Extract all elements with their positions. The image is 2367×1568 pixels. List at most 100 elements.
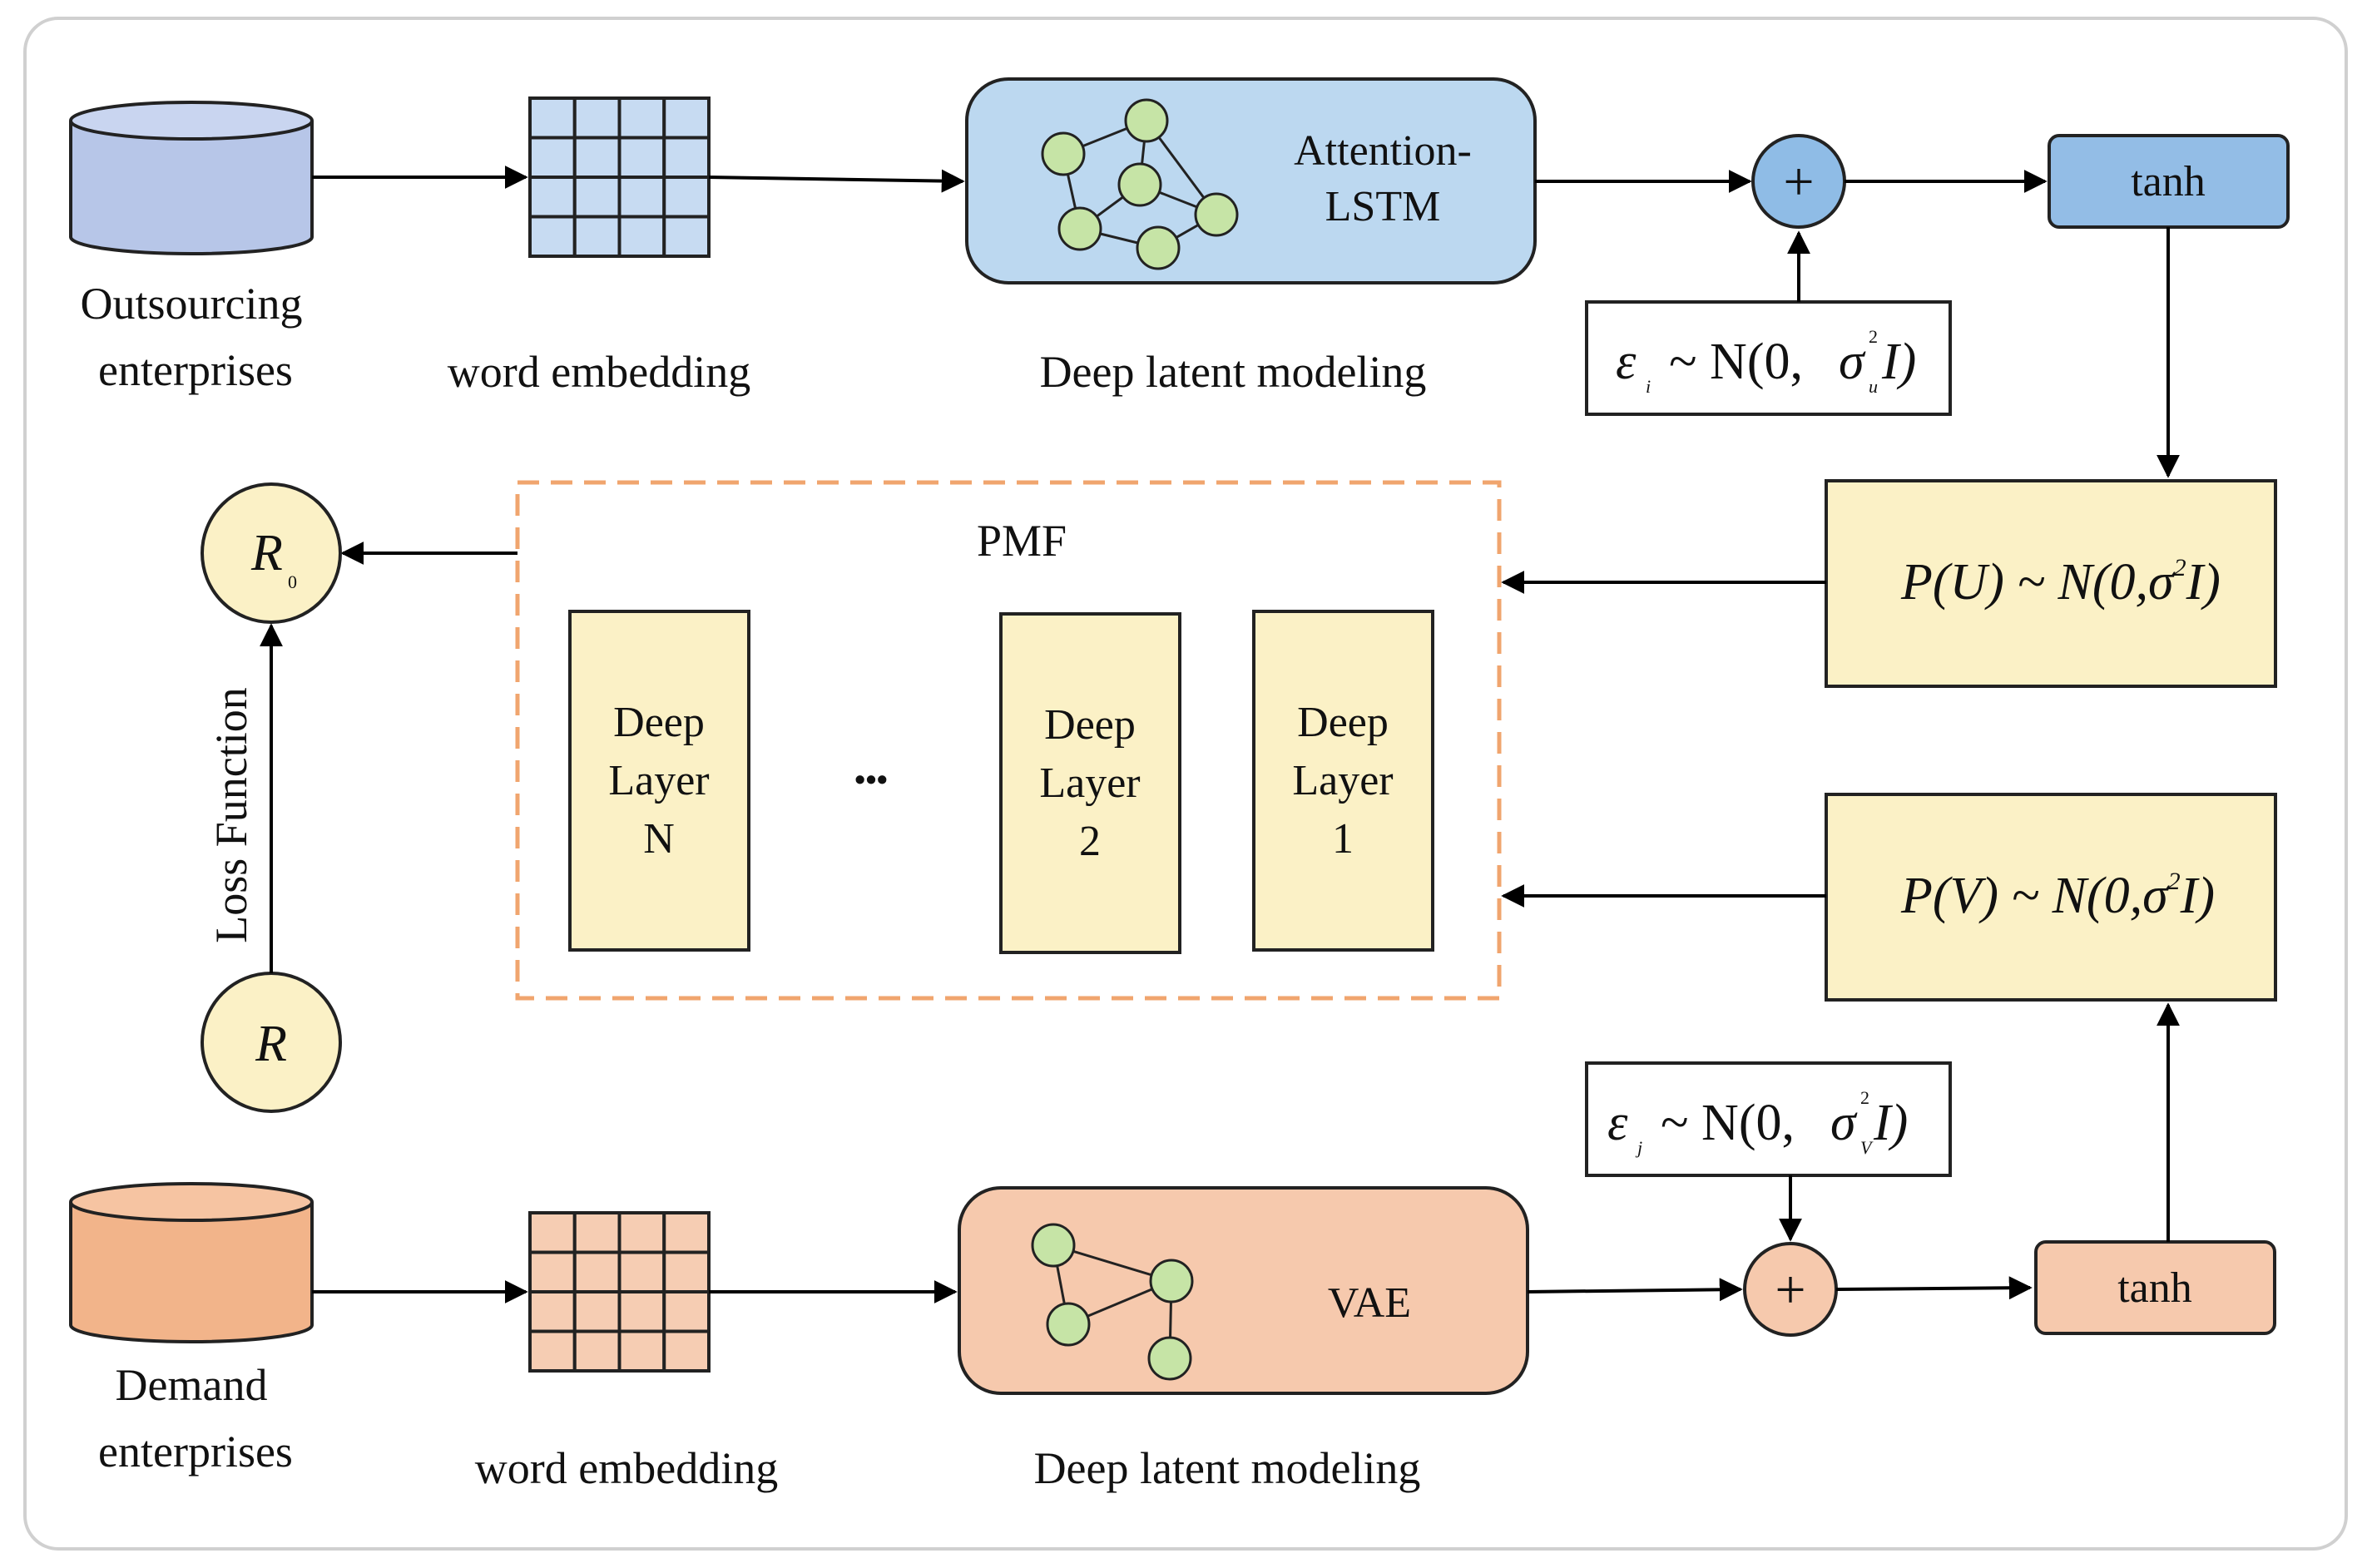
outsourcing-database-icon — [69, 101, 314, 255]
embedding-cell — [617, 1211, 666, 1254]
embedding-cell — [572, 96, 621, 140]
noise-box-top — [1585, 300, 1952, 416]
embedding-cell — [617, 1329, 666, 1373]
word-embedding-grid-bottom — [528, 1211, 711, 1373]
deep-layer-2-line1: Deep — [1044, 701, 1136, 749]
embedding-cell — [662, 215, 711, 258]
plus-symbol-top: + — [1783, 151, 1814, 212]
demand-label-line1: Demand — [116, 1360, 268, 1410]
deep-layer-1-line2: Layer — [1292, 757, 1393, 804]
tanh-box-bottom — [2034, 1240, 2276, 1335]
r0-label: R — [250, 525, 283, 581]
embedding-cell — [528, 215, 577, 258]
embedding-cell — [662, 1329, 711, 1373]
pv-formula: P(V) ~ N(0,σ2I) — [1900, 868, 2215, 924]
noise-dist-bottom: ~ N(0, — [1661, 1095, 1795, 1151]
pv-formula-main: P(V) ~ N(0, — [1900, 868, 2142, 924]
r0-node — [201, 482, 342, 624]
deep-layer-n-box — [568, 610, 750, 952]
arrow-model-to-plus-bottom — [1527, 1278, 1743, 1302]
noise-box-bottom — [1585, 1061, 1952, 1177]
pmf-title: PMF — [977, 516, 1067, 566]
deep-latent-modeling-label-top: Deep latent modeling — [1040, 347, 1427, 397]
embedding-cell — [617, 136, 666, 179]
vae-box — [958, 1186, 1529, 1395]
attention-lstm-label-line2: LSTM — [1325, 183, 1441, 230]
embedding-cell — [617, 1290, 666, 1333]
noise-sigma-top: σ — [1839, 334, 1866, 390]
embedding-cell — [617, 96, 666, 140]
noise-sigma-sub-bottom: V — [1860, 1137, 1874, 1158]
embedding-cell — [572, 1211, 621, 1254]
embedding-cell — [528, 1211, 577, 1254]
embedding-cell — [528, 136, 577, 179]
word-embedding-grid-top — [528, 96, 711, 258]
layers-ellipsis: ••• — [854, 763, 888, 798]
graph-network-icon-bottom — [1031, 1223, 1194, 1381]
embedding-cell — [617, 1250, 666, 1293]
deep-layer-2-box — [999, 612, 1181, 954]
noise-dist-top: ~ N(0, — [1669, 334, 1803, 390]
outsourcing-label-line1: Outsourcing — [81, 279, 303, 329]
embedding-cell — [662, 1211, 711, 1254]
deep-layer-n-line3: N — [643, 815, 675, 863]
embedding-cell — [572, 176, 621, 219]
embedding-cell — [662, 1290, 711, 1333]
pu-formula-tail: I) — [2186, 554, 2221, 611]
pu-formula-main: P(U) ~ N(0, — [1900, 554, 2148, 611]
deep-layer-2-line2: Layer — [1039, 759, 1140, 807]
deep-layer-n-line1: Deep — [613, 699, 705, 746]
r-label: R — [255, 1016, 287, 1072]
pu-formula-sigma: σ — [2148, 554, 2176, 611]
deep-layer-1-line1: Deep — [1297, 699, 1389, 746]
pv-formula-tail: I) — [2180, 868, 2215, 924]
arrow-embedding-to-model-top — [708, 169, 965, 193]
pv-formula-sigma: σ — [2142, 868, 2170, 924]
embedding-cell — [528, 176, 577, 219]
graph-network-icon-top — [1041, 98, 1239, 270]
arrow-plus-to-tanh-bottom — [1835, 1276, 2033, 1300]
tanh-label-bottom: tanh — [2117, 1264, 2192, 1312]
embedding-cell — [528, 96, 577, 140]
r0-sub: 0 — [288, 571, 297, 592]
noise-eps-top: ε — [1616, 334, 1637, 390]
noise-sigma-sup-bottom: 2 — [1860, 1087, 1869, 1108]
deep-layer-1-line3: 1 — [1332, 815, 1354, 863]
embedding-cell — [572, 215, 621, 258]
embedding-cell — [572, 1290, 621, 1333]
noise-sigma-sub-top: u — [1869, 376, 1878, 397]
pmf-dashed-box — [515, 480, 1502, 1001]
outsourcing-label-line2: enterprises — [98, 345, 293, 395]
pv-box — [1825, 793, 2277, 1002]
deep-latent-modeling-label-bottom: Deep latent modeling — [1034, 1443, 1421, 1493]
pu-formula-sup: 2 — [2174, 554, 2186, 581]
deep-layer-n-line2: Layer — [608, 757, 709, 804]
noise-tail-bottom: I) — [1873, 1095, 1908, 1151]
plus-symbol-bottom: + — [1775, 1259, 1805, 1320]
embedding-cell — [662, 176, 711, 219]
embedding-cell — [528, 1329, 577, 1373]
embedding-cell — [572, 1250, 621, 1293]
noise-eps-sub-top: i — [1646, 376, 1651, 397]
pu-formula: P(U) ~ N(0,σ2I) — [1900, 554, 2221, 611]
embedding-cell — [528, 1250, 577, 1293]
pu-box — [1825, 479, 2277, 688]
noise-sigma-bottom: σ — [1830, 1095, 1858, 1151]
noise-eps-bottom: ε — [1607, 1095, 1628, 1151]
deep-layer-2-line3: 2 — [1079, 818, 1101, 865]
attention-lstm-box — [965, 77, 1537, 284]
embedding-cell — [662, 1250, 711, 1293]
embedding-cell — [662, 96, 711, 140]
noise-sigma-sup-top: 2 — [1869, 326, 1878, 347]
loss-function-label: Loss Function — [206, 687, 256, 943]
embedding-cell — [572, 136, 621, 179]
attention-lstm-label-line1: Attention- — [1294, 127, 1472, 175]
embedding-cell — [617, 176, 666, 219]
embedding-cell — [528, 1290, 577, 1333]
embedding-cell — [662, 136, 711, 179]
embedding-cell — [572, 1329, 621, 1373]
noise-eps-sub-bottom: j — [1635, 1137, 1642, 1158]
noise-tail-top: I) — [1881, 334, 1916, 390]
embedding-cell — [617, 215, 666, 258]
